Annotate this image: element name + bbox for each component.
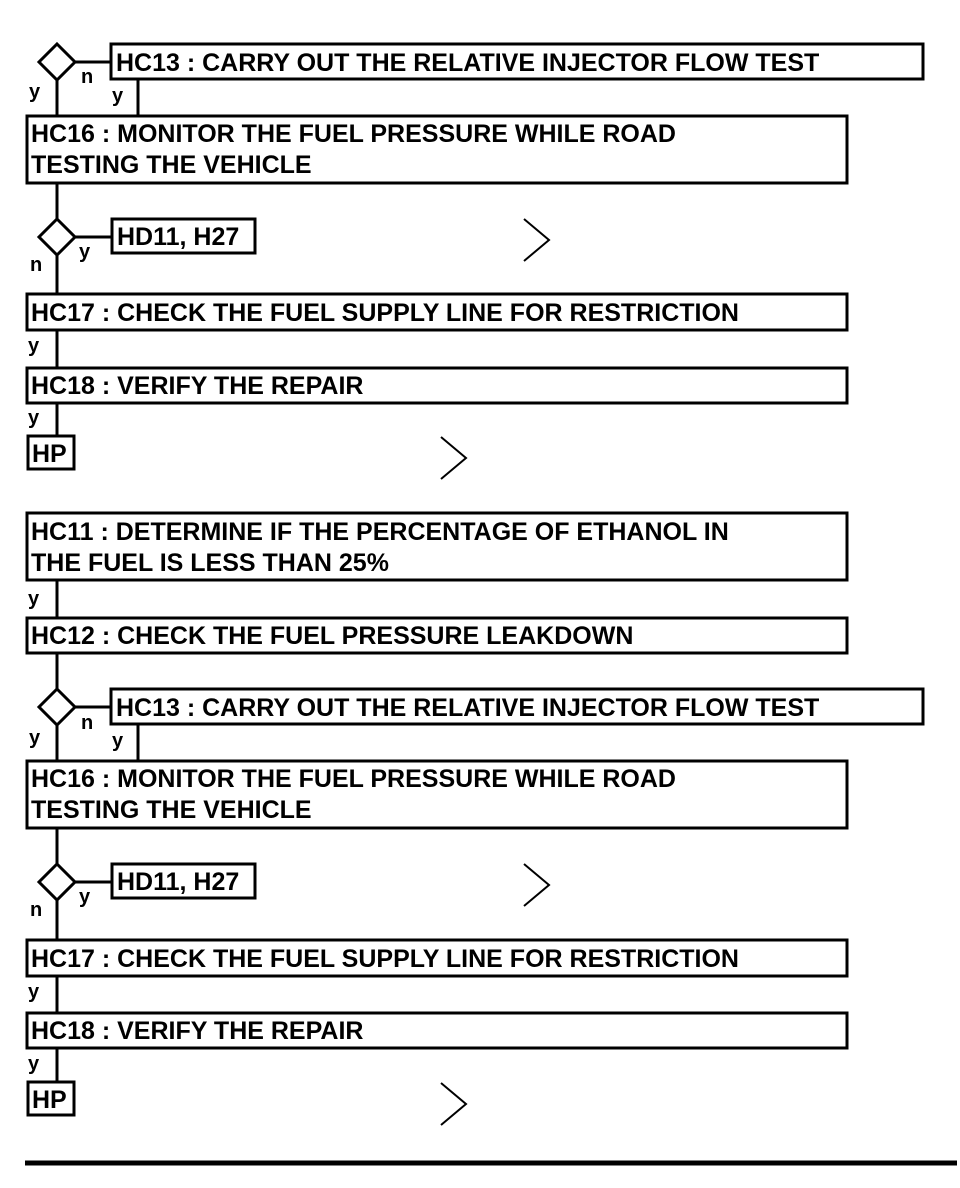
hc18-label: HC18 : VERIFY THE REPAIR [31, 1017, 363, 1045]
branch-no-label: n [30, 254, 42, 276]
branch-yes-label: y [112, 730, 124, 752]
step-box-hd11 [110, 217, 257, 255]
step-box-hp [26, 434, 76, 471]
decision-diamond-2 [36, 216, 78, 258]
hc16-label-line1: HC16 : MONITOR THE FUEL PRESSURE WHILE R… [31, 765, 676, 793]
step-box-hc18-b [25, 1011, 849, 1050]
branch-yes-label: y [79, 241, 91, 263]
chevron-right-icon [523, 863, 551, 907]
chevron-right-icon [440, 1082, 468, 1126]
branch-yes-label: y [29, 727, 41, 749]
branch-no-label: n [81, 712, 93, 734]
branch-no-label: n [30, 899, 42, 921]
step-box-hc12 [25, 616, 849, 655]
step-box-hc13-b [109, 687, 925, 726]
branch-no-label: n [81, 66, 93, 88]
branch-yes-label: y [79, 886, 91, 908]
hc13-label: HC13 : CARRY OUT THE RELATIVE INJECTOR F… [116, 694, 819, 722]
hc17-label: HC17 : CHECK THE FUEL SUPPLY LINE FOR RE… [31, 945, 739, 973]
hc16-label-line2: TESTING THE VEHICLE [31, 796, 312, 824]
hp-label: HP [32, 1086, 67, 1114]
decision-diamond-4 [36, 861, 78, 903]
branch-yes-label: y [28, 1053, 40, 1075]
branch-yes-label: y [28, 407, 40, 429]
hc11-label-line2: THE FUEL IS LESS THAN 25% [31, 549, 389, 577]
chevron-right-icon [440, 436, 468, 480]
branch-yes-label: y [28, 335, 40, 357]
hc18-label: HC18 : VERIFY THE REPAIR [31, 372, 363, 400]
hc16-label-line2: TESTING THE VEHICLE [31, 151, 312, 179]
hp-label: HP [32, 440, 67, 468]
decision-diamond-1 [36, 41, 78, 83]
step-box-hc11 [25, 511, 849, 582]
branch-yes-label: y [28, 981, 40, 1003]
hc11-label-line1: HC11 : DETERMINE IF THE PERCENTAGE OF ET… [31, 518, 729, 546]
step-box-hc16-b [25, 759, 849, 830]
chevron-right-icon [523, 218, 551, 262]
decision-diamond-3 [36, 686, 78, 728]
hc16-label-line1: HC16 : MONITOR THE FUEL PRESSURE WHILE R… [31, 120, 676, 148]
hd11-label: HD11, H27 [117, 223, 239, 251]
step-box-hp-b [26, 1080, 76, 1117]
step-box-hd11-b [110, 862, 257, 900]
step-box-hc17 [25, 292, 849, 332]
branch-yes-label: y [29, 81, 41, 103]
step-box-hc17-b [25, 938, 849, 978]
hc13-label: HC13 : CARRY OUT THE RELATIVE INJECTOR F… [116, 49, 819, 77]
step-box-hc16 [25, 114, 849, 185]
hd11-label: HD11, H27 [117, 868, 239, 896]
branch-yes-label: y [112, 85, 124, 107]
step-box-hc13 [109, 42, 925, 81]
hc17-label: HC17 : CHECK THE FUEL SUPPLY LINE FOR RE… [31, 299, 739, 327]
branch-yes-label: y [28, 588, 40, 610]
step-box-hc18 [25, 366, 849, 405]
hc12-label: HC12 : CHECK THE FUEL PRESSURE LEAKDOWN [31, 622, 633, 650]
